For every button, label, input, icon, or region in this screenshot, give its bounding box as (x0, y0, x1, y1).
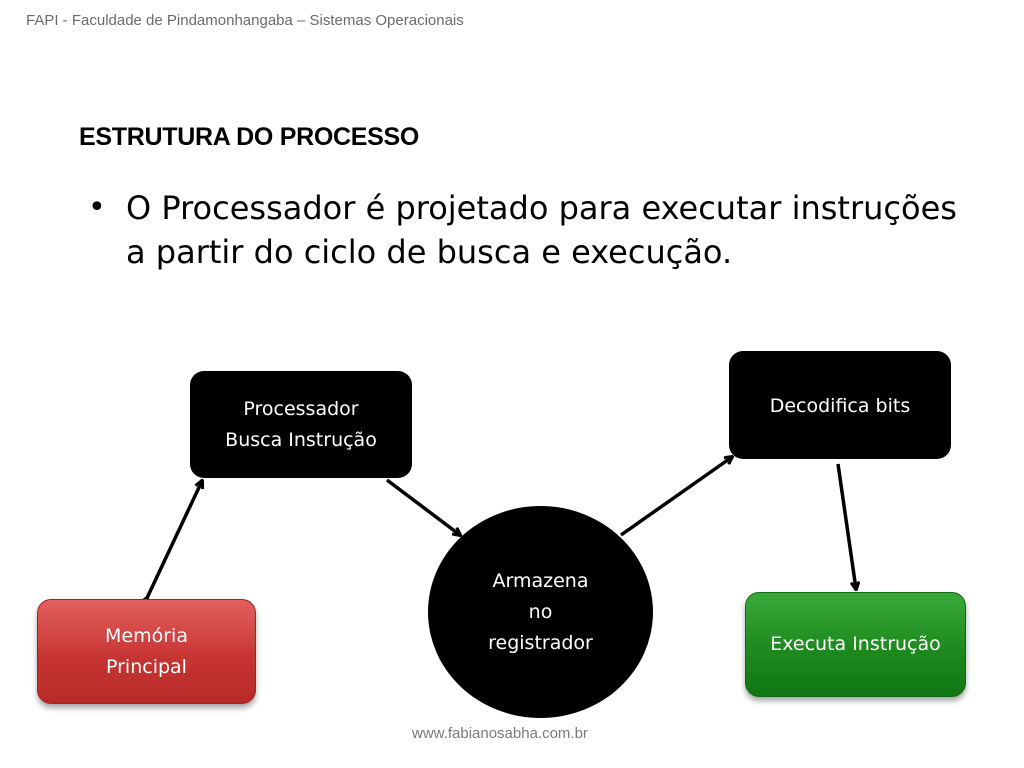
node-memoria-principal: Memória Principal (37, 599, 256, 704)
bullet-text: O Processador é projetado para executar … (126, 189, 957, 271)
arrow-armazena-decodifica (619, 457, 732, 537)
arrow-decodifica-executa (836, 463, 856, 589)
node-armazena-registrador: Armazena no registrador (428, 506, 653, 718)
slide-footer-url: www.fabianosabha.com.br (412, 725, 588, 742)
node-executa-label: Executa Instrução (770, 633, 941, 655)
node-decodifica-label: Decodifica bits (769, 395, 911, 417)
node-armazena-label: Armazena no registrador (488, 570, 593, 654)
slide-header: FAPI - Faculdade de Pindamonhangaba – Si… (26, 12, 464, 29)
node-executa-instrucao: Executa Instrução (745, 592, 966, 697)
node-memoria-label: Memória Principal (105, 624, 188, 678)
node-processador-busca: Processador Busca Instrução (190, 371, 412, 478)
slide-title: ESTRUTURA DO PROCESSO (79, 123, 420, 151)
node-decodifica-bits: Decodifica bits (729, 351, 951, 459)
bullet-symbol: • (88, 190, 106, 225)
node-processador-label: Processador Busca Instrução (225, 397, 377, 451)
arrow-memoria-processador (147, 481, 202, 598)
arrow-processador-armazena (385, 478, 460, 535)
bullet-point: • O Processador é projetado para executa… (88, 186, 988, 274)
